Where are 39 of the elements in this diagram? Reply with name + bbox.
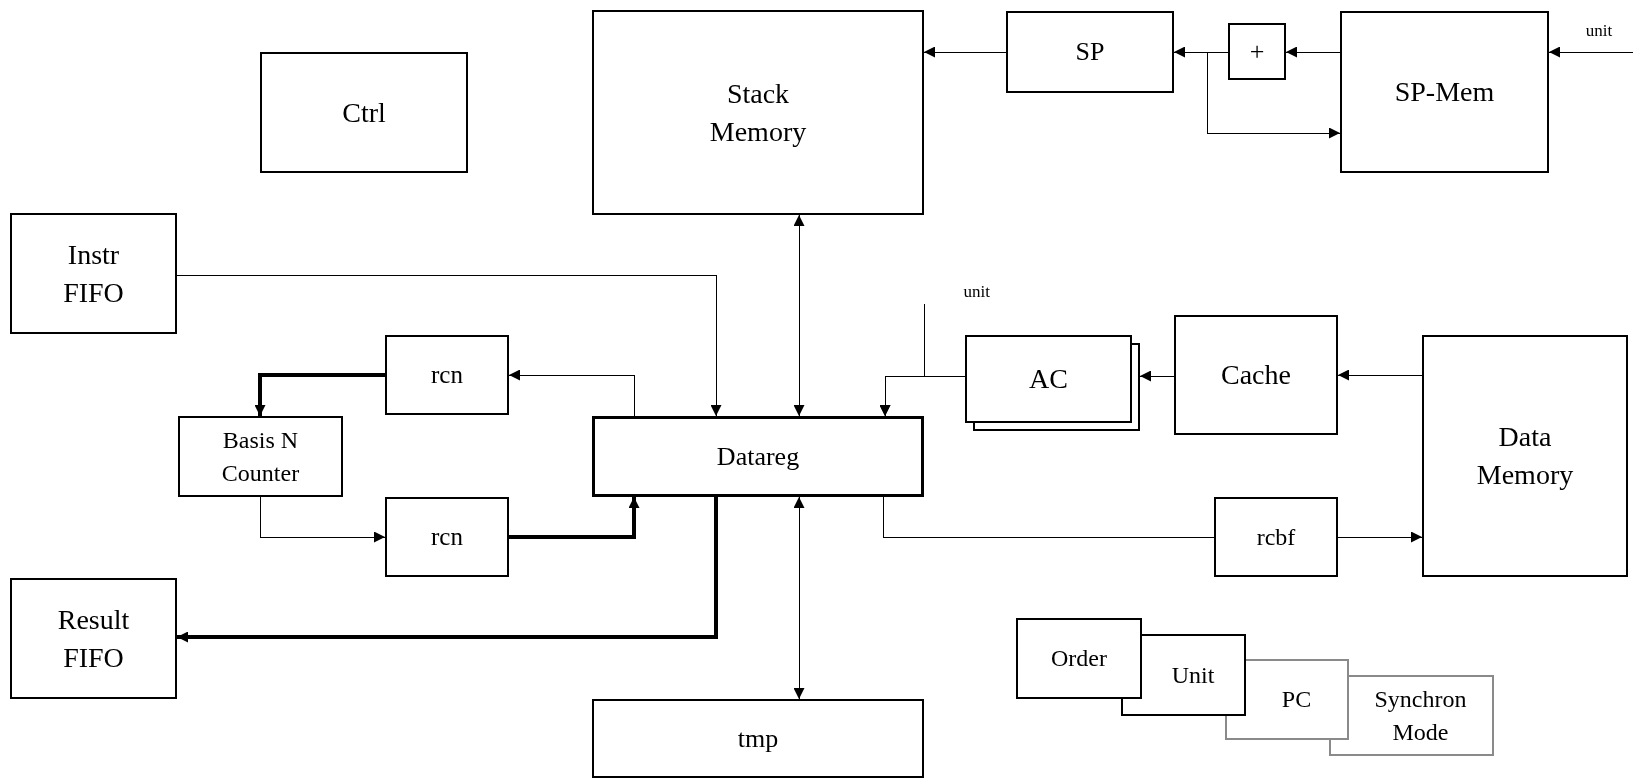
block-box: rcn bbox=[385, 335, 509, 415]
arrow bbox=[254, 373, 385, 416]
block-box: Data Memory bbox=[1422, 335, 1628, 577]
arrow bbox=[259, 496, 386, 543]
arrow bbox=[923, 46, 1007, 58]
block-box: Stack Memory bbox=[592, 10, 924, 215]
connector-line bbox=[882, 496, 1215, 538]
block-box: Unit bbox=[1142, 634, 1246, 716]
block-box: + bbox=[1228, 23, 1286, 80]
arrow bbox=[1337, 369, 1423, 381]
block-box: SP bbox=[1006, 11, 1174, 93]
block-box: Cache bbox=[1174, 315, 1338, 435]
block-box: Basis N Counter bbox=[178, 416, 343, 497]
block-box: Order bbox=[1016, 618, 1142, 699]
arrow bbox=[879, 303, 925, 417]
block-box: PC bbox=[1246, 659, 1349, 740]
block-box: Result FIFO bbox=[10, 578, 177, 699]
block-box: AC bbox=[965, 335, 1132, 423]
arrow bbox=[1206, 51, 1341, 139]
block-box: Datareg bbox=[592, 416, 924, 497]
block-box: rcn bbox=[385, 497, 509, 577]
arrow bbox=[508, 369, 635, 417]
block-box: Ctrl bbox=[260, 52, 468, 173]
arrow bbox=[1285, 46, 1341, 58]
block-box: tmp bbox=[592, 699, 924, 778]
arrow bbox=[509, 497, 640, 539]
arrow bbox=[1548, 46, 1633, 58]
block-box: SP-Mem bbox=[1340, 11, 1549, 173]
arrow bbox=[1139, 370, 1175, 382]
arrow bbox=[177, 497, 718, 643]
signal-label: unit bbox=[1565, 20, 1633, 52]
block-box: rcbf bbox=[1214, 497, 1338, 577]
block-box: Synchron Mode bbox=[1349, 675, 1494, 756]
signal-label: unit bbox=[918, 284, 990, 304]
arrow bbox=[793, 496, 805, 700]
arrow bbox=[1337, 531, 1423, 543]
arrow bbox=[793, 214, 805, 417]
block-box: Instr FIFO bbox=[10, 213, 177, 334]
arrow bbox=[176, 274, 722, 417]
